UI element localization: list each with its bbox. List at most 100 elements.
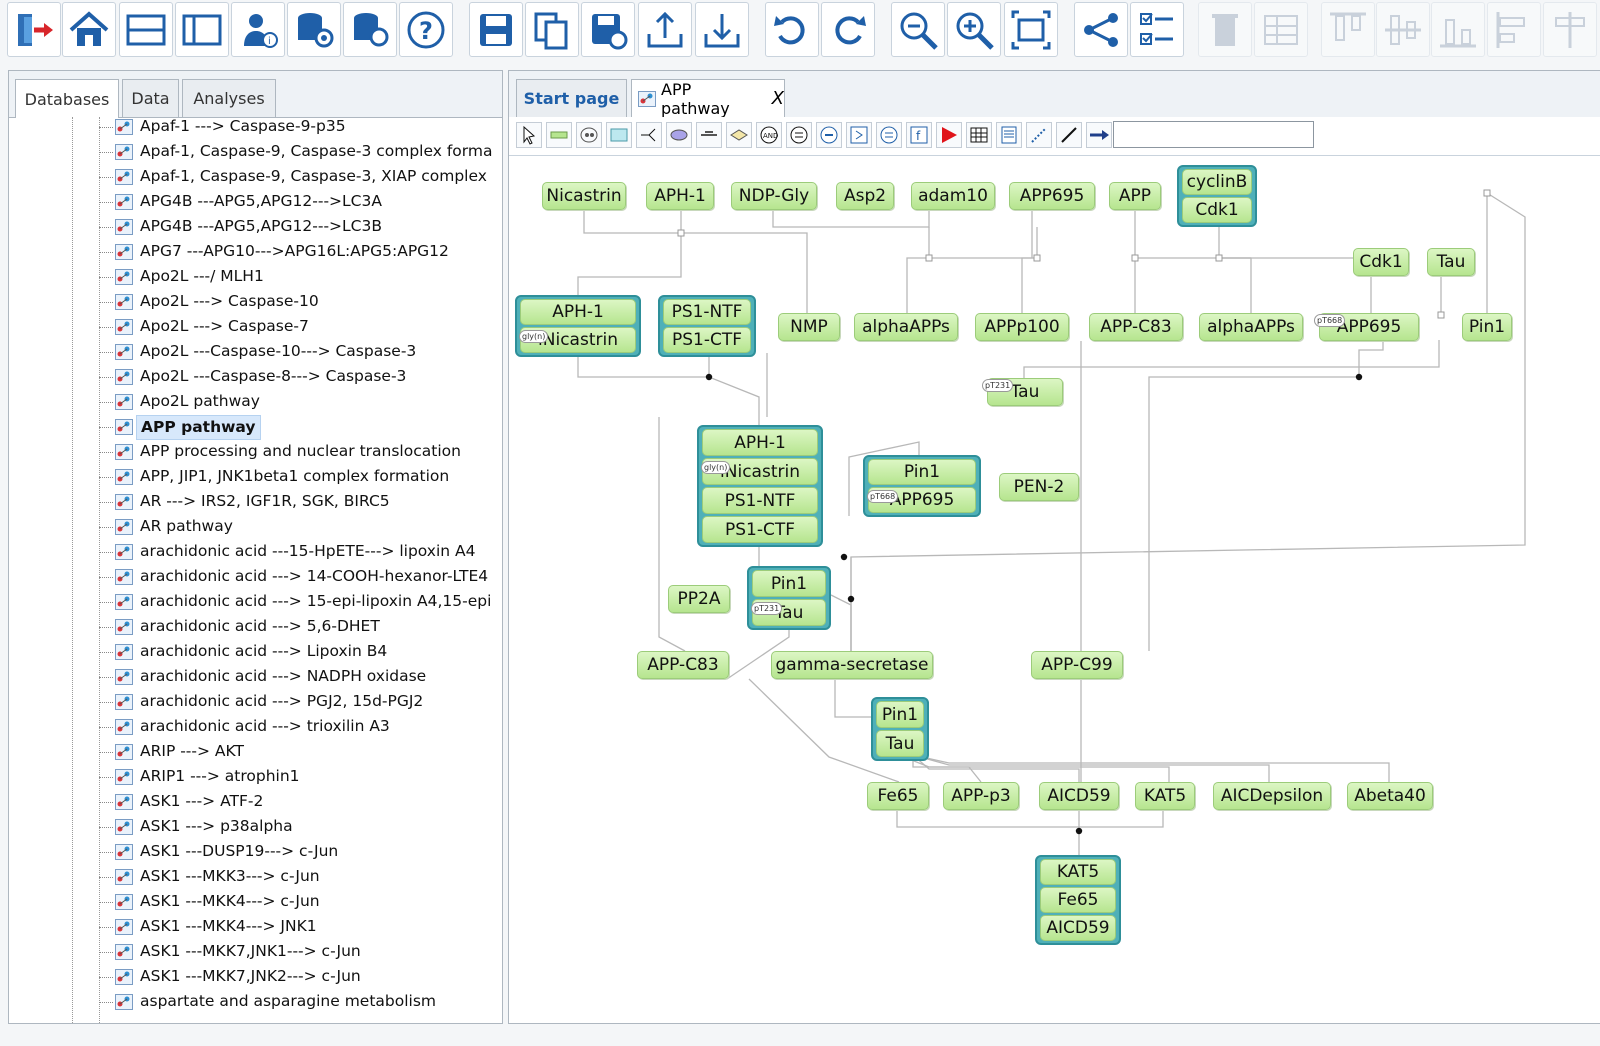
tree-item[interactable]: ASK1 ---> p38alpha (9, 815, 502, 840)
tree-item[interactable]: arachidonic acid ---> trioxilin A3 (9, 715, 502, 740)
import-button[interactable] (695, 2, 749, 57)
layout-split-button[interactable] (119, 2, 173, 57)
protein-node[interactable]: adam10 (911, 182, 995, 210)
protein-node[interactable]: Fe65 (867, 782, 929, 810)
tree-item[interactable]: AR ---> IRS2, IGF1R, SGK, BIRC5 (9, 490, 502, 515)
undo-button[interactable] (765, 2, 819, 57)
protein-node[interactable]: APPp100 (975, 313, 1069, 341)
protein-node[interactable]: APP695 (1009, 182, 1095, 210)
tab-analyses[interactable]: Analyses (182, 79, 276, 117)
zoom-in-button[interactable] (947, 2, 1001, 57)
protein-node[interactable]: Asp2 (836, 182, 894, 210)
database-settings-button[interactable] (287, 2, 341, 57)
checklist-button[interactable] (1130, 2, 1184, 57)
protein-node[interactable]: APP-C83 (637, 651, 729, 679)
fit-to-screen-button[interactable] (1004, 2, 1058, 57)
tree-item[interactable]: Apo2L ---> Caspase-7 (9, 315, 502, 340)
user-info-button[interactable]: i (231, 2, 285, 57)
tree-item[interactable]: Apaf-1 ---> Caspase-9-p35 (9, 117, 502, 140)
protein-node[interactable]: APP-p3 (943, 782, 1019, 810)
not-gate-tool[interactable] (816, 122, 842, 148)
complex-tool[interactable] (576, 122, 602, 148)
save-button[interactable] (469, 2, 523, 57)
protein-node[interactable]: APP-C83 (1089, 313, 1183, 341)
protein-node[interactable]: gamma-secretase (771, 651, 933, 679)
protein-node[interactable]: KAT5 (1135, 782, 1195, 810)
or-gate-tool[interactable] (786, 122, 812, 148)
tree-item[interactable]: APG4B ---APG5,APG12--->LC3B (9, 215, 502, 240)
protein-node[interactable]: PP2A (668, 585, 730, 613)
tab-start-page[interactable]: Start page (516, 79, 627, 117)
tree-item[interactable]: Apo2L ---Caspase-8---> Caspase-3 (9, 365, 502, 390)
omitted-tool[interactable] (876, 122, 902, 148)
function-tool[interactable]: f (906, 122, 932, 148)
tab-databases[interactable]: Databases (15, 79, 119, 118)
protein-tool[interactable] (666, 122, 692, 148)
select-tool[interactable] (516, 122, 542, 148)
tab-app-pathway[interactable]: APP pathway X (631, 79, 785, 118)
protein-node[interactable]: NMP (778, 313, 840, 341)
tree-item[interactable]: arachidonic acid ---> 14-COOH-hexanor-LT… (9, 565, 502, 590)
save-as-button[interactable] (581, 2, 635, 57)
tree-item[interactable]: Apo2L pathway (9, 390, 502, 415)
run-tool[interactable] (936, 122, 962, 148)
tree-item[interactable]: Apo2L ---/ MLH1 (9, 265, 502, 290)
tree-item[interactable]: Apaf-1, Caspase-9, Caspase-3, XIAP compl… (9, 165, 502, 190)
protein-node[interactable]: PEN-2 (999, 473, 1079, 501)
tree-item[interactable]: ASK1 ---MKK4---> c-Jun (9, 890, 502, 915)
tree-item[interactable]: ARIP1 ---> atrophin1 (9, 765, 502, 790)
zoom-out-button[interactable] (891, 2, 945, 57)
share-button[interactable] (1074, 2, 1128, 57)
protein-node[interactable]: APP-C99 (1031, 651, 1123, 679)
dotted-edge-tool[interactable] (1026, 122, 1052, 148)
protein-node[interactable]: alphaAPPs (1199, 313, 1303, 341)
protein-node[interactable]: AICD59 (1039, 782, 1119, 810)
redo-button[interactable] (821, 2, 875, 57)
protein-node[interactable]: NDP-Gly (731, 182, 817, 210)
diagram-search-input[interactable] (1113, 121, 1314, 148)
protein-node[interactable]: APH-1 (646, 182, 714, 210)
rna-tool[interactable] (726, 122, 752, 148)
tree-item[interactable]: Apo2L ---> Caspase-10 (9, 290, 502, 315)
tree-item[interactable]: arachidonic acid ---> Lipoxin B4 (9, 640, 502, 665)
tree-item[interactable]: ASK1 ---> ATF-2 (9, 790, 502, 815)
protein-node[interactable]: Abeta40 (1347, 782, 1433, 810)
tree-item[interactable]: arachidonic acid ---> PGJ2, 15d-PGJ2 (9, 690, 502, 715)
tree-item[interactable]: ASK1 ---MKK7,JNK2---> c-Jun (9, 965, 502, 990)
tree-item[interactable]: APG4B ---APG5,APG12--->LC3A (9, 190, 502, 215)
tree-item[interactable]: ASK1 ---MKK3---> c-Jun (9, 865, 502, 890)
protein-node[interactable]: Tau (1427, 248, 1475, 276)
tree-item[interactable]: AR pathway (9, 515, 502, 540)
tree-item[interactable]: APP processing and nuclear translocation (9, 440, 502, 465)
tree-item[interactable]: ASK1 ---DUSP19---> c-Jun (9, 840, 502, 865)
and-gate-tool[interactable]: AND (756, 122, 782, 148)
tree-item[interactable]: APP, JIP1, JNK1beta1 complex formation (9, 465, 502, 490)
tree-item[interactable]: arachidonic acid ---> 5,6-DHET (9, 615, 502, 640)
solid-edge-tool[interactable] (1056, 122, 1082, 148)
tree-item[interactable]: Apaf-1, Caspase-9, Caspase-3 complex for… (9, 140, 502, 165)
home-button[interactable] (62, 2, 116, 57)
tree-item[interactable]: arachidonic acid ---> NADPH oxidase (9, 665, 502, 690)
database-search-button[interactable] (343, 2, 397, 57)
export-button[interactable] (638, 2, 692, 57)
report-tool[interactable] (996, 122, 1022, 148)
protein-node[interactable]: Cdk1 (1353, 248, 1409, 276)
tab-data[interactable]: Data (122, 79, 179, 117)
protein-node[interactable]: alphaAPPs (854, 313, 958, 341)
tree-item[interactable]: arachidonic acid ---> 15-epi-lipoxin A4,… (9, 590, 502, 615)
grid-tool[interactable] (966, 122, 992, 148)
tree-item[interactable]: aspartate and asparagine metabolism (9, 990, 502, 1015)
gene-tool[interactable] (696, 122, 722, 148)
exit-button[interactable] (7, 2, 61, 57)
reaction-tool[interactable] (546, 122, 572, 148)
protein-node[interactable]: Pin1 (1462, 313, 1512, 341)
